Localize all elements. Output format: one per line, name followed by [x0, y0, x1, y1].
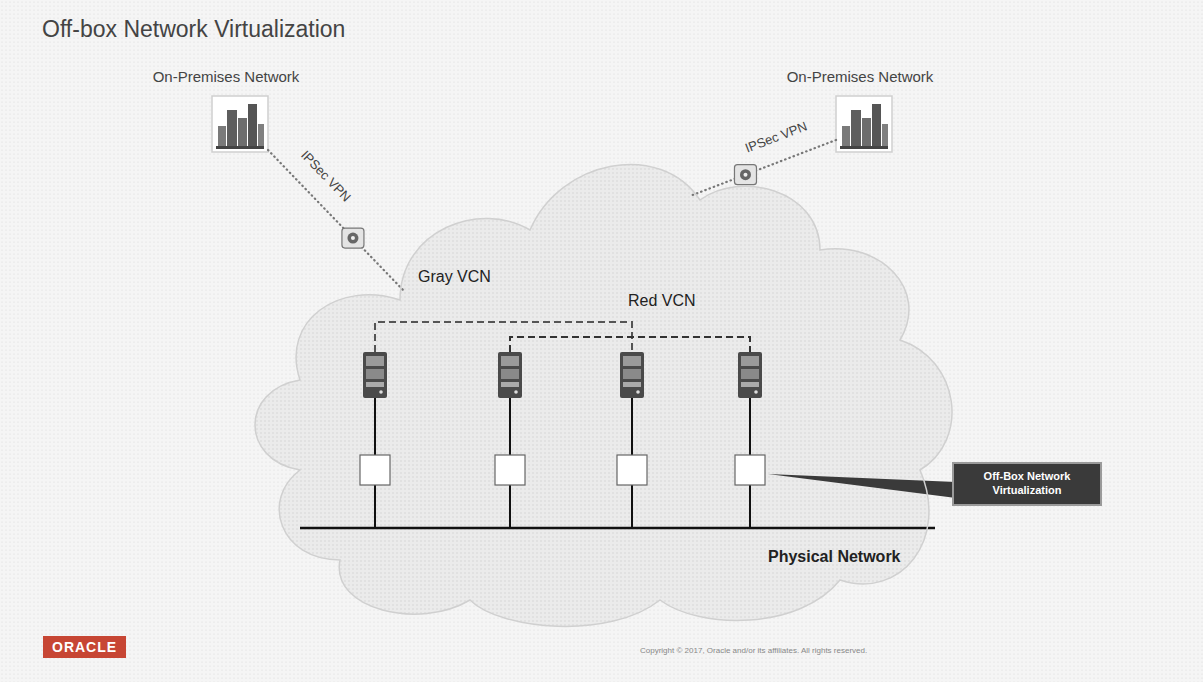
- vpn-gateway-body: [342, 228, 364, 248]
- cloud-fill: [255, 164, 952, 626]
- region-label: Red VCN: [628, 292, 696, 310]
- red-vcn-line: [510, 337, 750, 352]
- physical-network-line: [300, 527, 935, 530]
- vpn-connection: [268, 150, 405, 292]
- node-label: On-Premises Network: [756, 68, 964, 85]
- gray-vcn-line: [375, 322, 632, 352]
- server-icon: [620, 352, 644, 398]
- copyright-note: Copyright © 2017, Oracle and/or its affi…: [640, 646, 867, 655]
- node-label: On-Premises Network: [122, 68, 330, 85]
- on-premises-network: On-Premises Network: [122, 68, 330, 153]
- node-label: Off-Box Network Virtualization: [968, 470, 1086, 498]
- oracle-logo: ORACLE: [43, 636, 126, 658]
- building-icon: [212, 96, 268, 152]
- callout-box: Off-Box Network Virtualization: [952, 462, 1102, 506]
- server-icon: [363, 352, 387, 398]
- server-icon: [498, 352, 522, 398]
- server-links: [375, 398, 750, 528]
- virtualization-boxes: [360, 455, 765, 485]
- vpn-gateway-dial: [740, 169, 751, 180]
- region-label: Physical Network: [768, 548, 901, 566]
- vpn-gateway-icon: [734, 165, 756, 185]
- slide-title: Off-box Network Virtualization: [42, 16, 345, 43]
- region-label: Gray VCN: [418, 268, 491, 286]
- vpn-gateway-body: [734, 165, 756, 185]
- server-icon: [738, 352, 762, 398]
- vpn-gateway-dot: [743, 173, 747, 177]
- connection-label: IPSec VPN: [743, 119, 809, 156]
- connection-label: IPSec VPN: [298, 147, 354, 204]
- cloud-outline-path: [255, 164, 952, 626]
- cloud-texture: [255, 164, 952, 626]
- vpn-gateway-dot: [351, 236, 355, 240]
- building-icon: [836, 96, 892, 152]
- vpn-gateway-icon: [342, 228, 364, 248]
- cloud-region: Gray VCN Red VCN Physical Network: [250, 150, 970, 630]
- node-label: ORACLE: [52, 639, 117, 655]
- vpn-gateway-dial: [347, 233, 358, 244]
